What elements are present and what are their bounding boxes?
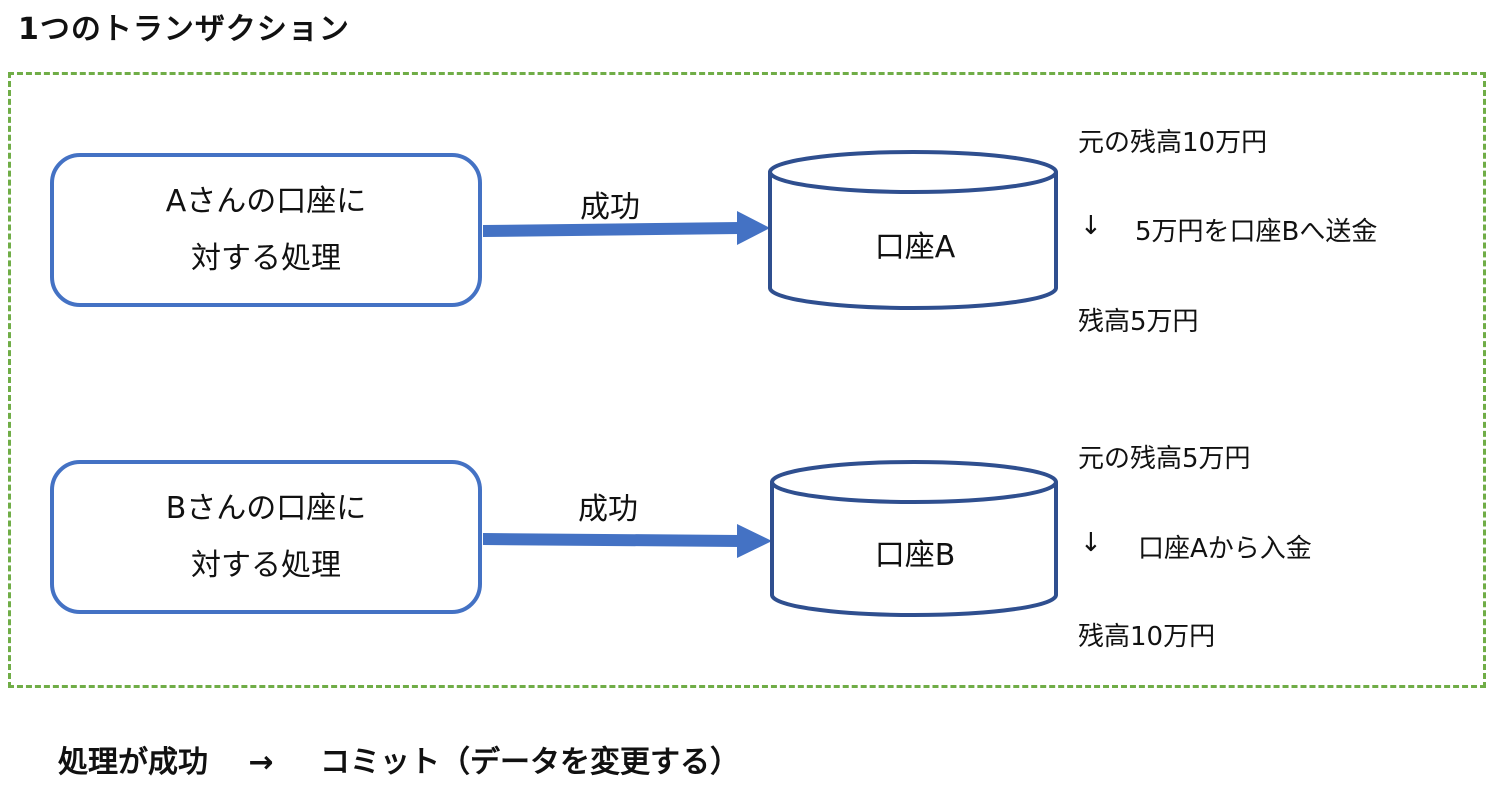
arrow-a-label: 成功 <box>580 190 640 225</box>
process-box-b: Bさんの口座に 対する処理 <box>50 460 482 614</box>
process-a-line2: 対する処理 <box>191 241 341 276</box>
down-arrow-icon: ↓ <box>1080 211 1102 241</box>
process-a-line1: Aさんの口座に <box>165 184 367 219</box>
footer-condition: 処理が成功 <box>58 745 208 780</box>
right-arrow-icon: → <box>248 745 274 780</box>
arrow-b-label: 成功 <box>578 492 638 527</box>
diagram-title: 1つのトランザクション <box>18 12 350 47</box>
process-b-line1: Bさんの口座に <box>165 491 367 526</box>
database-b-label: 口座B <box>874 538 956 573</box>
transaction-frame <box>8 72 1486 688</box>
footer-summary: 処理が成功 → コミット（データを変更する） <box>58 737 740 781</box>
account-b-action: 口座Aから入金 <box>1138 534 1312 564</box>
process-box-a: Aさんの口座に 対する処理 <box>50 153 482 307</box>
account-a-action: 5万円を口座Bへ送金 <box>1135 217 1378 247</box>
account-a-original-balance: 元の残高10万円 <box>1078 128 1268 158</box>
footer-outcome: コミット（データを変更する） <box>320 745 741 780</box>
account-b-result-balance: 残高10万円 <box>1078 622 1216 652</box>
account-b-original-balance: 元の残高5万円 <box>1078 444 1251 474</box>
process-b-line2: 対する処理 <box>191 548 341 583</box>
down-arrow-icon: ↓ <box>1080 528 1102 558</box>
account-a-result-balance: 残高5万円 <box>1078 307 1199 337</box>
database-a-label: 口座A <box>874 230 956 265</box>
